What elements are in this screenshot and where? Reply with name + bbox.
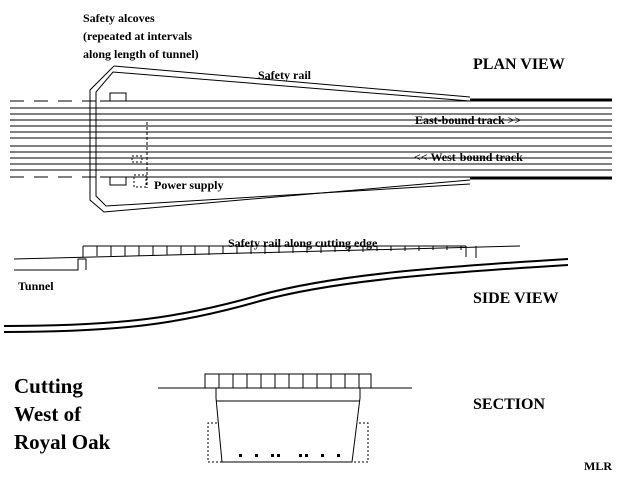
tunnel-label: Tunnel xyxy=(18,279,54,293)
trackbed-upper xyxy=(3,258,569,327)
safety-alcove-south xyxy=(109,177,127,186)
plan-view-heading: PLAN VIEW xyxy=(473,56,565,73)
section-view: SECTION xyxy=(158,373,545,463)
track-lines xyxy=(10,107,612,171)
plan-view: Safety alcoves (repeated at intervals al… xyxy=(10,11,612,213)
cutting-wall-inner xyxy=(95,71,471,207)
section-alcove-right xyxy=(352,422,369,463)
ground-surface xyxy=(13,245,521,260)
tunnel-portal xyxy=(14,258,87,271)
title-block: Cutting West of Royal Oak xyxy=(14,374,111,454)
section-rail-posts xyxy=(218,374,360,388)
title-line1: Cutting xyxy=(14,374,83,398)
power-supply-box xyxy=(133,174,147,188)
power-supply-connector xyxy=(131,155,143,163)
west-track-label: << West-bound track xyxy=(414,150,523,164)
cutting-wall-outer xyxy=(89,65,471,213)
section-alcove-left xyxy=(207,422,222,463)
side-rail-label: Safety rail along cutting edge xyxy=(228,236,378,250)
section-heading: SECTION xyxy=(473,396,545,413)
safety-rail-label: Safety rail xyxy=(258,68,312,82)
alcove-note-line1: Safety alcoves xyxy=(83,11,155,25)
title-line2: West of xyxy=(14,402,82,426)
power-supply-label: Power supply xyxy=(154,178,223,192)
title-line3: Royal Oak xyxy=(14,430,111,454)
section-rails xyxy=(239,454,340,457)
side-view-heading: SIDE VIEW xyxy=(473,290,559,307)
alcove-note-line3: along length of tunnel) xyxy=(83,47,199,61)
section-rail-frame xyxy=(204,373,372,389)
trackbed-lower xyxy=(3,264,569,333)
side-view: Safety rail along cutting edge Tunnel SI… xyxy=(3,236,569,333)
section-cutting-outer xyxy=(215,388,361,463)
signature: MLR xyxy=(584,459,612,473)
alcove-note-line2: (repeated at intervals xyxy=(83,29,192,43)
east-track-label: East-bound track >> xyxy=(415,113,522,127)
safety-alcove-north xyxy=(109,92,127,101)
side-safety-rail xyxy=(82,245,477,258)
